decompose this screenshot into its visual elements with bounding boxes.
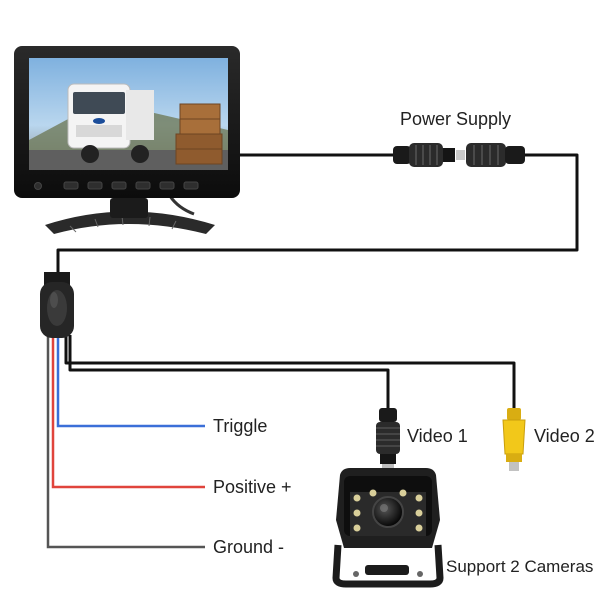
monitor [14, 46, 240, 234]
splitter-box [40, 272, 74, 338]
label-triggle: Triggle [213, 416, 267, 436]
video2-connector [502, 408, 526, 471]
label-positive: Positive + [213, 477, 292, 497]
label-support-cameras: Support 2 Cameras [446, 557, 593, 576]
label-ground: Ground - [213, 537, 284, 557]
camera [332, 468, 444, 588]
power-cable [56, 153, 579, 282]
label-video2: Video 2 [534, 426, 595, 446]
video1-connector [376, 408, 400, 472]
ground-wire [46, 335, 205, 549]
power-connector [393, 143, 525, 167]
video-cables [64, 335, 516, 410]
triggle-wire [56, 335, 205, 428]
label-video1: Video 1 [407, 426, 468, 446]
positive-wire [51, 335, 205, 489]
label-power-supply: Power Supply [400, 109, 511, 129]
monitor-stand [45, 211, 215, 234]
